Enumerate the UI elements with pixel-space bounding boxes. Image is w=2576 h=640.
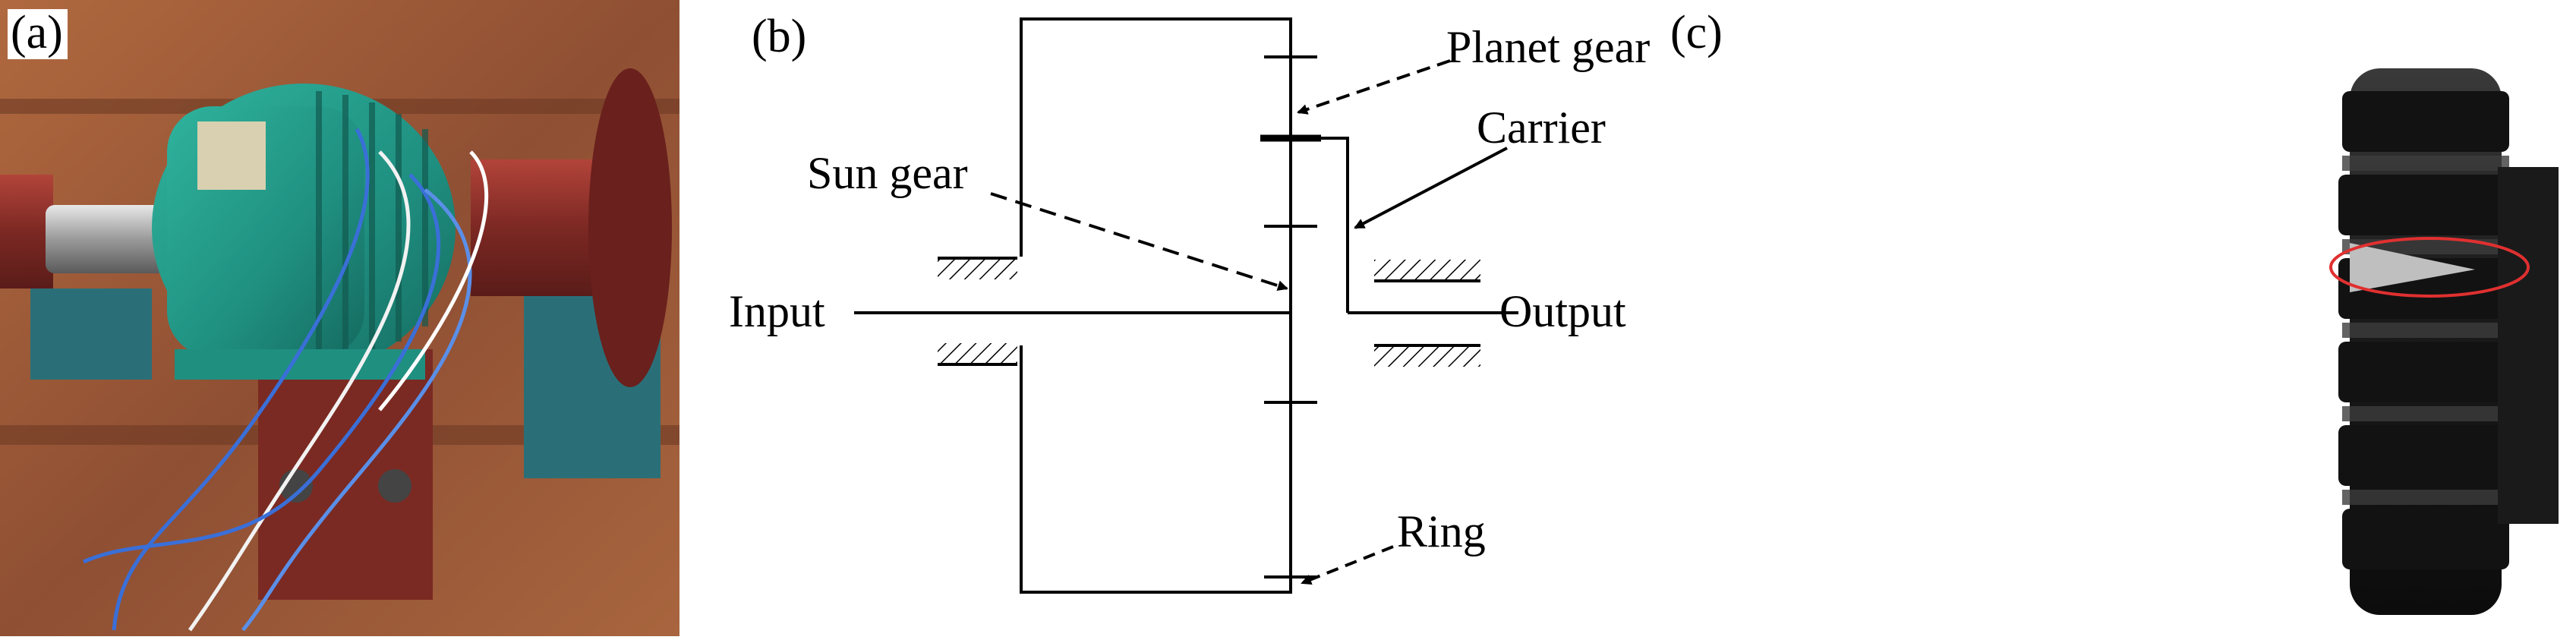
planet-gear-arrow — [1297, 59, 1451, 115]
right-drum-flange — [588, 68, 672, 387]
input-bearings — [938, 257, 1017, 366]
input-label: Input — [729, 286, 825, 336]
nameplate — [197, 121, 266, 190]
sensor-wires — [82, 128, 489, 632]
crack-region — [2350, 243, 2475, 292]
sun-gear-arrow — [990, 192, 1288, 292]
panel-c-cracked-gear-photo: (c) — [1670, 0, 2576, 636]
left-drum — [0, 175, 53, 288]
carrier-arrow — [1354, 147, 1508, 229]
output-bearings — [1374, 260, 1480, 367]
planetary-gear-schematic: Planet gear Carrier Sun gear Input Outpu… — [729, 11, 1650, 594]
ring-label: Ring — [1397, 506, 1486, 556]
left-mount-plate — [30, 288, 152, 380]
cracked-sun-gear-illustration — [2329, 68, 2559, 615]
panel-b-planetary-schematic: Planet gear Carrier Sun gear Input Outpu… — [687, 0, 1674, 636]
planet-gear-label: Planet gear — [1446, 22, 1650, 72]
input-shaft — [46, 205, 167, 273]
sun-gear-label: Sun gear — [807, 148, 968, 198]
test-rig-illustration — [0, 0, 679, 636]
carrier-label: Carrier — [1477, 102, 1606, 153]
crack-marker-ellipse — [2329, 237, 2530, 298]
gear-hub — [2498, 167, 2559, 524]
ring-arrow — [1301, 545, 1394, 585]
panel-a-test-rig-photo: (a) — [0, 0, 679, 636]
panel-a-label: (a) — [8, 9, 68, 59]
panel-c-label: (c) — [1670, 7, 1723, 58]
output-label: Output — [1499, 286, 1626, 336]
ring-housing — [1020, 17, 1292, 594]
panel-b-label: (b) — [752, 11, 806, 62]
